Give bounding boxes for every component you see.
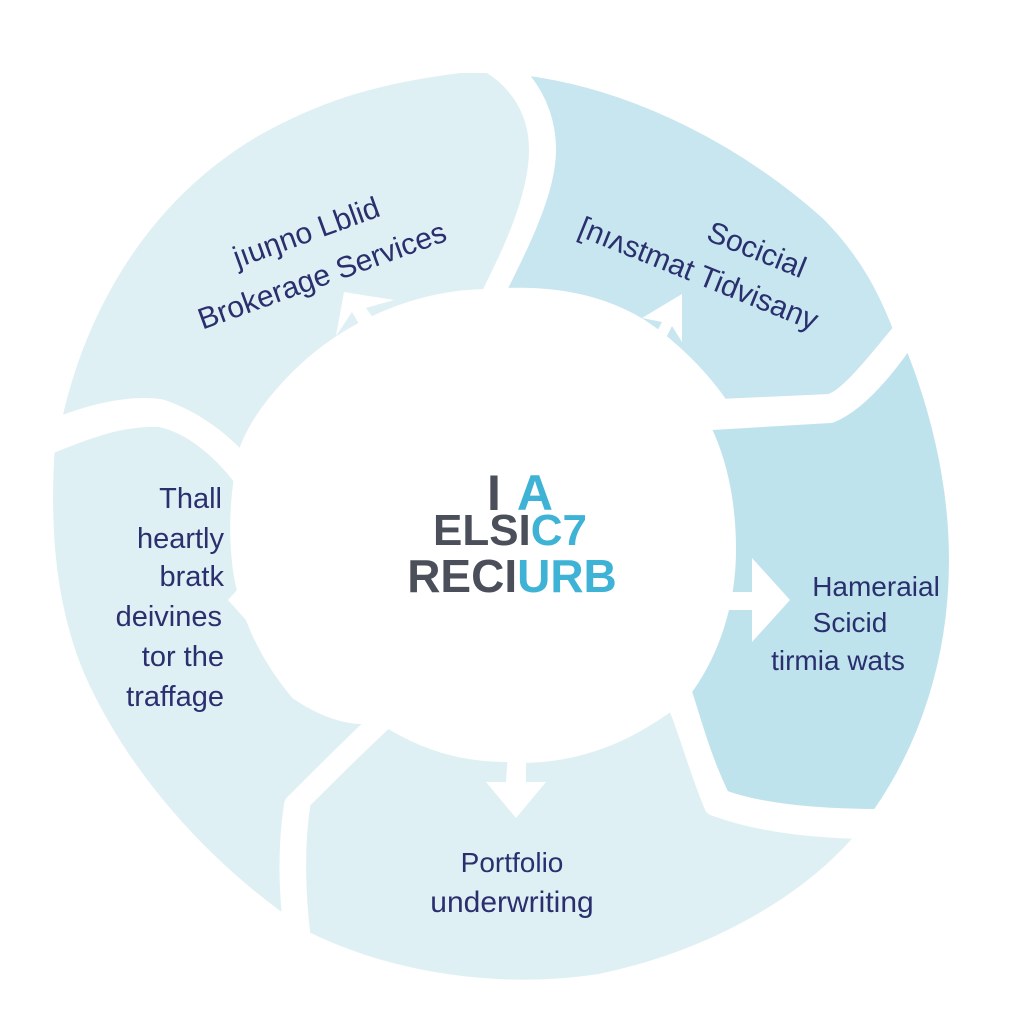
label-left-line-6: traffage	[126, 681, 224, 713]
label-left-line-5: tor the	[142, 641, 224, 673]
segments	[31, 51, 971, 1002]
arrows	[228, 292, 790, 818]
logo-line-1-accent: A	[517, 465, 553, 521]
label-right-line-1: Hameraial	[812, 571, 940, 602]
logo-line-1-dark: I	[487, 465, 501, 521]
segment-left	[31, 404, 406, 946]
label-left-line-4: deivines	[116, 601, 222, 633]
arrow-right-icon	[722, 558, 790, 642]
label-left-line-3: bratk	[160, 561, 225, 593]
label-bottom: Portfolio underwriting	[430, 847, 593, 919]
arrow-down-icon	[486, 752, 546, 818]
center-circle	[283, 318, 727, 762]
logo-line-2-dark: ELSI	[433, 506, 531, 555]
label-left-line-2: heartly	[137, 523, 225, 555]
label-bottom-line-1: Portfolio	[461, 847, 564, 878]
label-left-line-1: Thall	[159, 483, 222, 515]
label-left: Thall heartly bratk deivines tor the tra…	[116, 483, 225, 713]
logo-line-3: RECIURB	[407, 550, 617, 602]
label-right: Hameraial Scicid tirmia wats	[771, 571, 940, 676]
logo-line-2-accent: C7	[531, 506, 587, 555]
logo-line-3-dark: RECI	[407, 550, 517, 602]
arrow-up-left-icon	[336, 292, 394, 346]
label-right-line-2: Scicid	[813, 607, 888, 638]
logo-line-3-accent: URB	[517, 550, 617, 602]
label-right-line-3: tirmia wats	[771, 645, 905, 676]
logo-line-2: ELSIC7	[433, 506, 587, 555]
arrow-up-right-icon	[642, 294, 682, 358]
segment-top-right	[479, 51, 916, 421]
label-bottom-line-2: underwriting	[430, 886, 593, 919]
arrow-left-icon	[228, 560, 296, 640]
